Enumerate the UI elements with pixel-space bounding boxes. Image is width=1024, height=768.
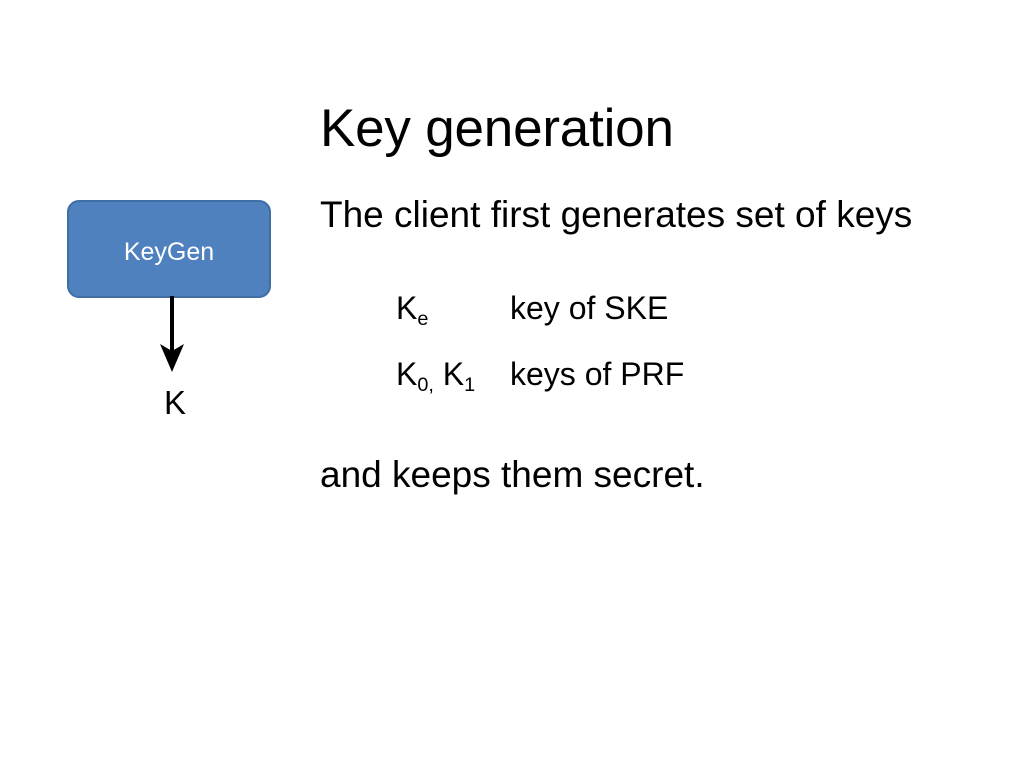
key-symbol-base: K bbox=[396, 356, 418, 392]
key-output-label: K bbox=[163, 384, 186, 421]
down-arrow-icon bbox=[160, 296, 184, 372]
key-symbol-tail-subscript: 1 bbox=[464, 373, 476, 396]
keygen-process-box: KeyGen bbox=[67, 200, 271, 298]
key-symbol-base: K bbox=[396, 290, 418, 326]
key-description: keys of PRF bbox=[510, 356, 685, 392]
key-description: key of SKE bbox=[510, 290, 669, 326]
key-symbol-subscript: 0, bbox=[417, 373, 434, 396]
closing-text: and keeps them secret. bbox=[320, 454, 705, 495]
keygen-box-label: KeyGen bbox=[123, 238, 215, 266]
key-symbol: K0, K1 bbox=[396, 354, 510, 394]
key-symbol: Ke bbox=[396, 288, 510, 328]
key-symbol-tail: K bbox=[433, 356, 465, 392]
intro-text: The client first generates set of keys bbox=[320, 194, 913, 235]
key-symbol-subscript: e bbox=[417, 307, 429, 330]
page-title: Key generation bbox=[320, 98, 674, 158]
